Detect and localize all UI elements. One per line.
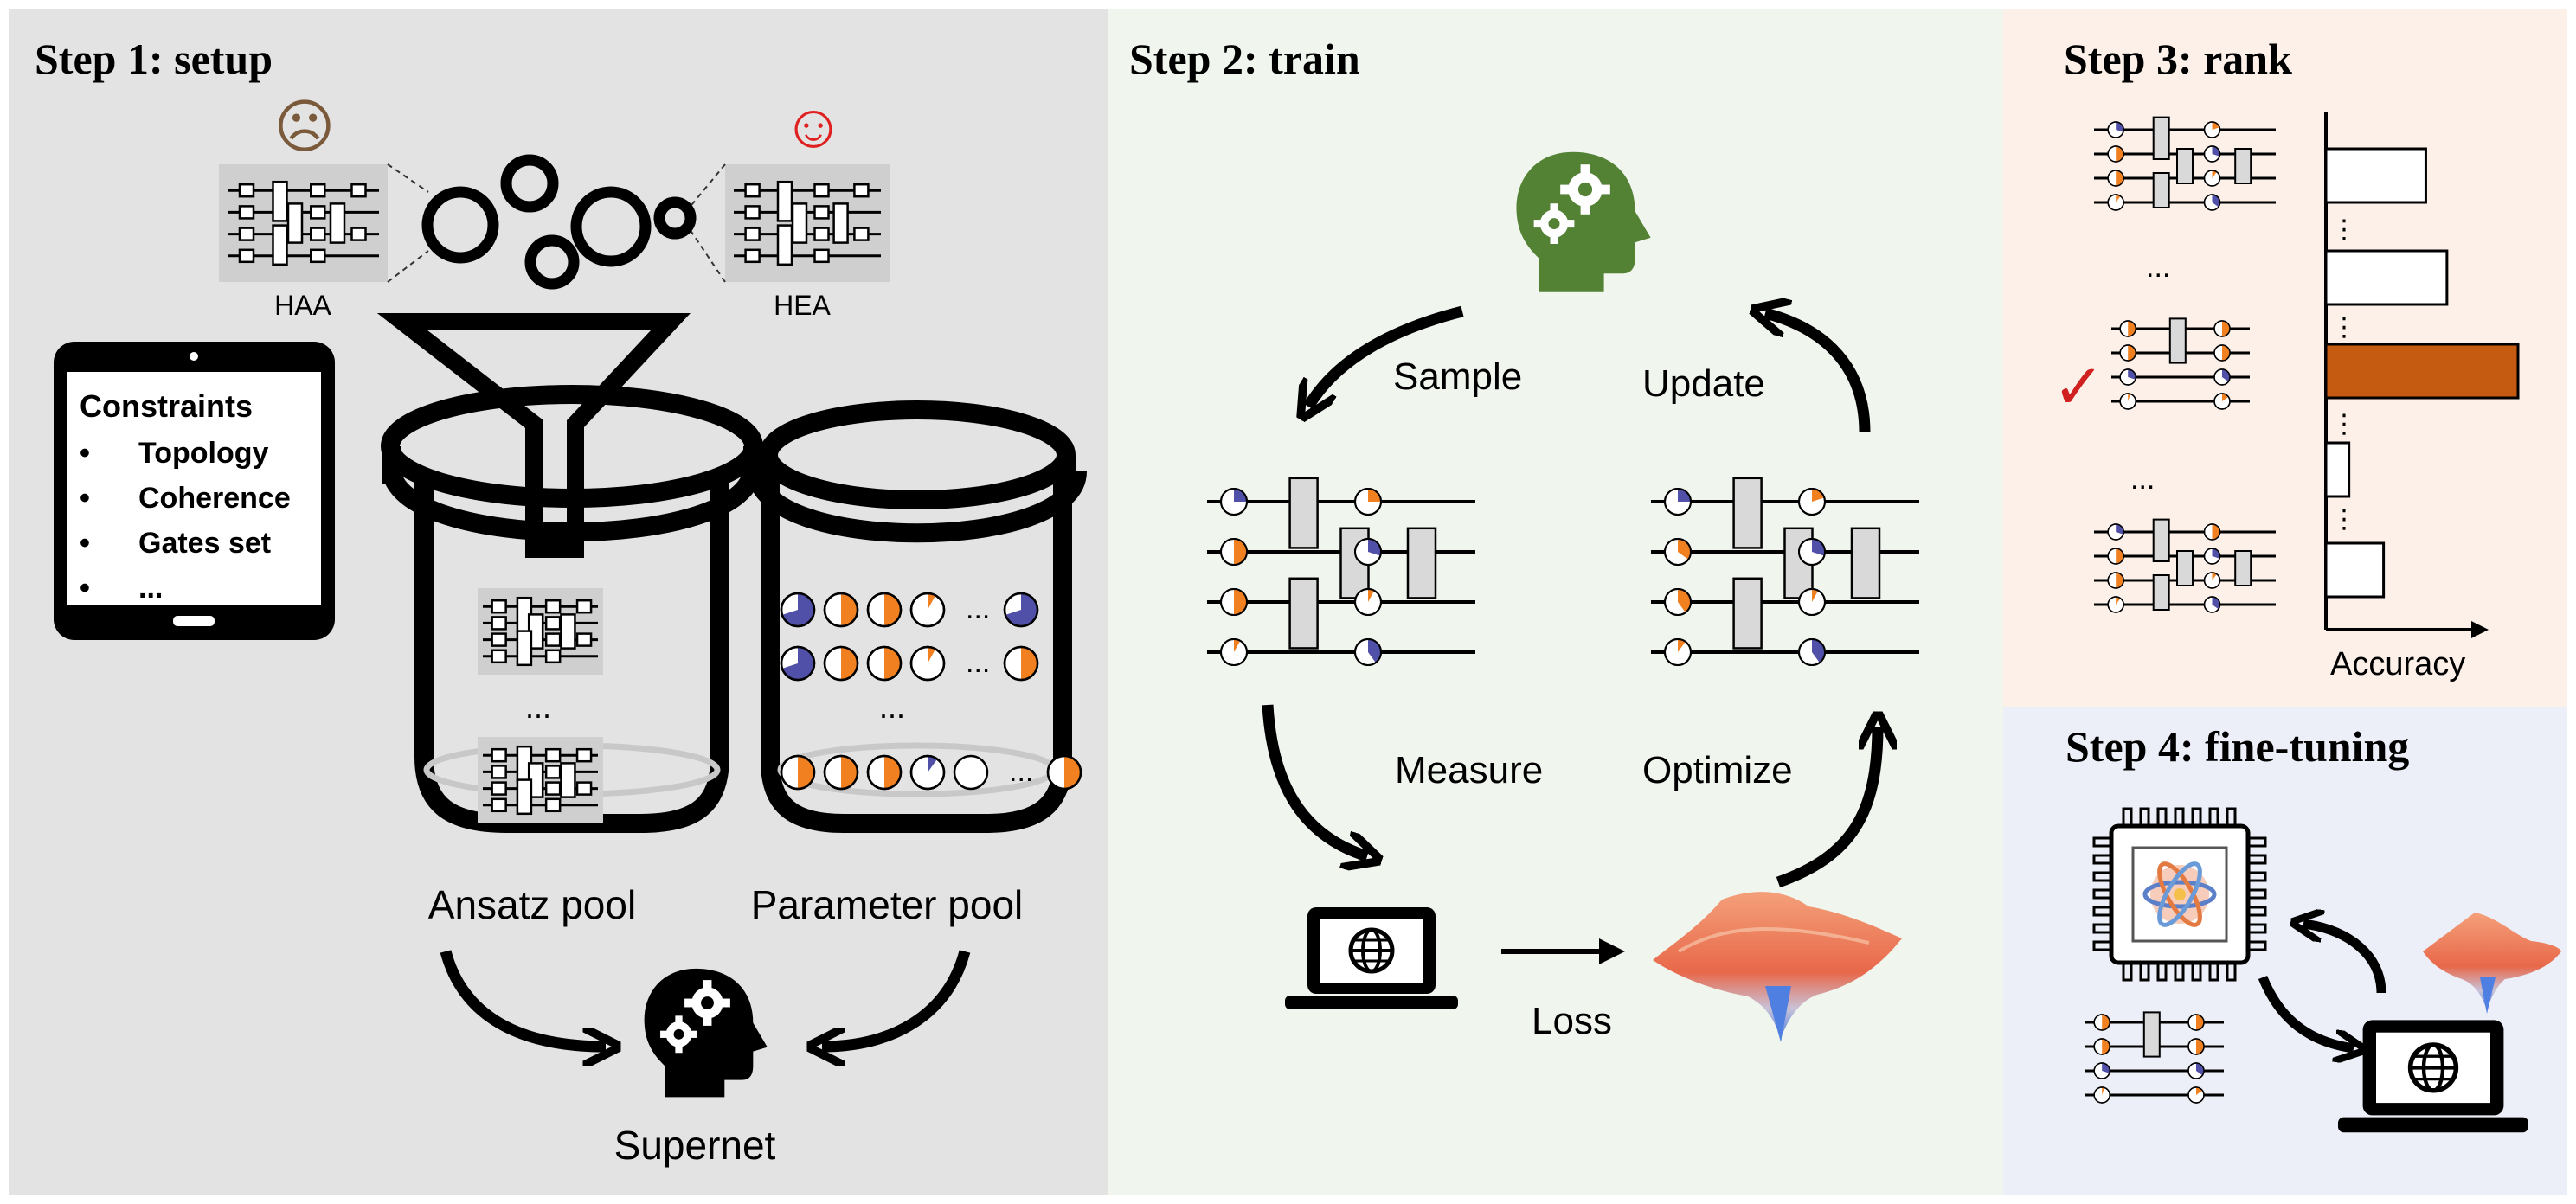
update-label: Update [1642, 362, 1765, 405]
constraints-list: • Topology • Coherence • Gates set •... [80, 437, 291, 605]
accuracy-bar [2324, 441, 2351, 498]
svg-text:...: ... [1009, 755, 1033, 788]
step2-title: Step 2: train [1129, 35, 1360, 83]
constraint-bullet: • [80, 527, 90, 560]
constraint-item: Topology [138, 437, 269, 470]
step4-loss-landscape-icon [2423, 913, 2561, 1014]
constraint-item: Coherence [138, 482, 291, 515]
sample-label: Sample [1393, 355, 1522, 398]
supernet-label: Supernet [614, 1123, 776, 1168]
step1-title: Step 1: setup [35, 35, 273, 83]
step2-cycle-arrows [1262, 311, 1878, 888]
ranked-circuits [2094, 116, 2276, 613]
supernet-arrows [440, 950, 971, 1047]
accuracy-label: Accuracy [2330, 646, 2465, 682]
parameter-pool-jar [748, 400, 1087, 833]
rank-ellipsis-1: ... [2146, 251, 2170, 284]
parameter-pies: ......... [780, 592, 1082, 791]
bubbles [421, 154, 697, 290]
loss-label: Loss [1532, 1000, 1612, 1042]
optimize-label: Optimize [1642, 749, 1793, 791]
parameter-ellipsis: ... [879, 689, 905, 725]
sampled-circuit-right [1651, 477, 1919, 666]
step3-title: Step 3: rank [2064, 35, 2292, 83]
accuracy-bar [2324, 343, 2520, 400]
haa-label: HAA [274, 290, 331, 321]
jar-circuit-bottom [478, 737, 603, 823]
svg-text:...: ... [966, 646, 990, 679]
accuracy-bars [2324, 147, 2520, 599]
sampled-circuit-left [1207, 477, 1475, 666]
svg-text:⋮: ⋮ [2331, 313, 2357, 342]
accuracy-bar [2324, 249, 2449, 306]
jar-circuit-top [478, 588, 603, 675]
step4-circuit [2085, 1011, 2224, 1104]
happy-face-icon: ☺ [781, 92, 845, 161]
ansatz-ellipsis: ... [525, 689, 551, 725]
constraint-item: Gates set [138, 527, 271, 560]
svg-text:...: ... [966, 592, 990, 625]
constraint-item: ... [138, 572, 163, 605]
constraint-bullet: • [80, 482, 90, 515]
parameter-pool-label: Parameter pool [751, 882, 1024, 927]
dashed-connectors [387, 163, 726, 283]
constraints-title: Constraints [80, 388, 253, 424]
svg-text:⋮: ⋮ [2331, 215, 2357, 244]
constraint-bullet: • [80, 437, 90, 470]
svg-text:⋮: ⋮ [2331, 410, 2357, 439]
hea-circuit-thumbnail [725, 164, 890, 282]
bar-dots: ⋮ ⋮ ⋮ ⋮ [2331, 215, 2357, 534]
haa-circuit-thumbnail [219, 164, 388, 282]
loss-landscape-icon [1653, 892, 1902, 1042]
sad-face-icon: ☹ [274, 94, 336, 160]
accuracy-bar [2324, 147, 2427, 204]
constraint-bullet: • [80, 572, 90, 605]
hea-label: HEA [774, 290, 831, 321]
step4-title: Step 4: fine-tuning [2065, 722, 2409, 771]
measure-label: Measure [1395, 749, 1543, 791]
funnel-icon [376, 313, 691, 558]
ansatz-pool-label: Ansatz pool [428, 882, 636, 927]
accuracy-bar [2324, 541, 2386, 599]
rank-ellipsis-2: ... [2130, 463, 2155, 496]
step4-arrows [2258, 924, 2386, 1048]
svg-text:⋮: ⋮ [2331, 505, 2357, 534]
quantum-chip-icon [2092, 807, 2267, 982]
check-mark-icon: ✓ [2052, 353, 2104, 422]
tablet-icon [54, 342, 335, 640]
